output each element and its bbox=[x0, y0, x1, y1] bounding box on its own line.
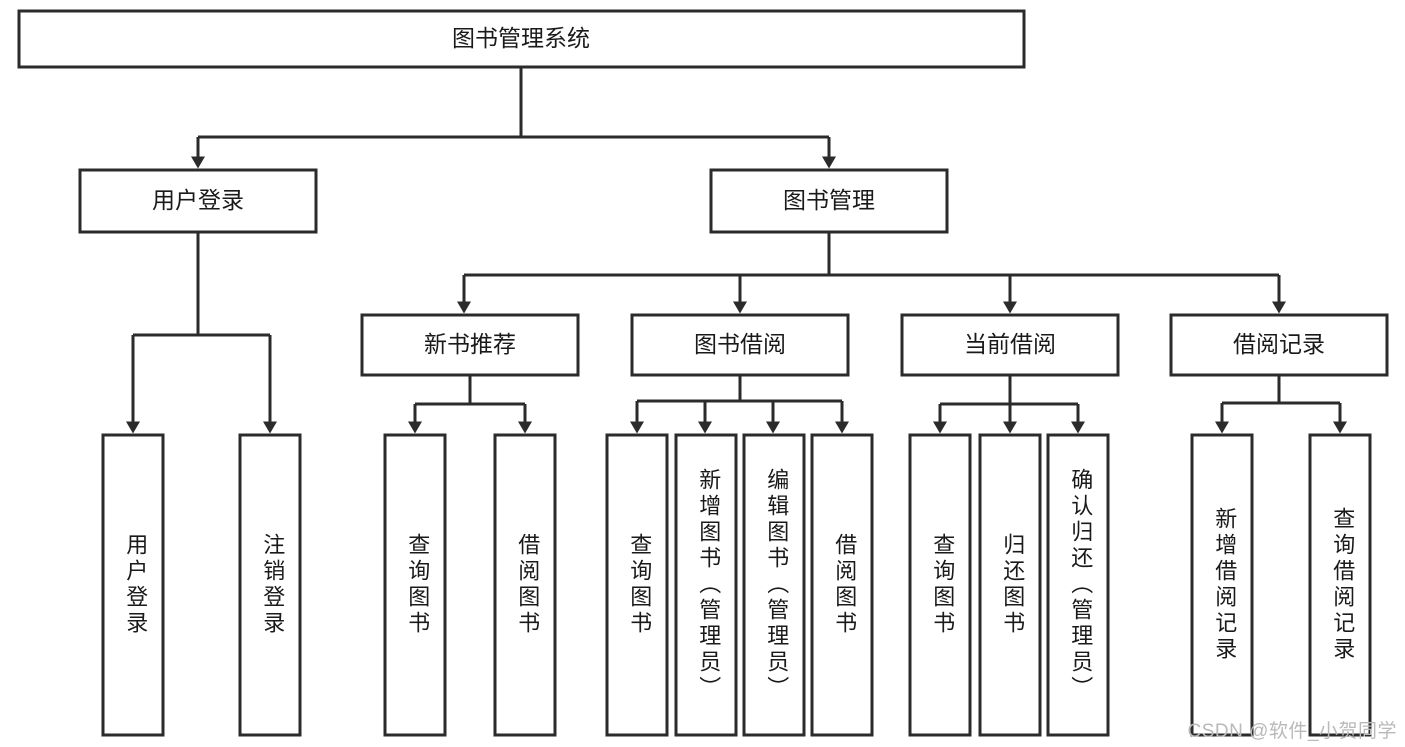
node-current-borrow-box bbox=[900, 313, 1120, 377]
node-new-book-recommend-box bbox=[360, 313, 580, 377]
node-leaf-query-book-2-box bbox=[605, 433, 669, 737]
node-root[interactable]: 图书管理系统 bbox=[17, 9, 1026, 69]
node-new-book-recommend-label: 新书推荐 bbox=[424, 331, 516, 357]
node-leaf-user-login-label: 用户登录 bbox=[123, 533, 148, 637]
node-leaf-edit-book[interactable]: 编辑图书（管理员） bbox=[742, 433, 806, 737]
edge-group-root bbox=[191, 67, 836, 169]
node-book-borrow-label: 图书借阅 bbox=[694, 331, 786, 357]
node-leaf-query-record-label: 查询借阅记录 bbox=[1330, 507, 1355, 663]
node-leaf-query-book-3-label: 查询图书 bbox=[930, 533, 955, 637]
node-leaf-return-book-box bbox=[978, 433, 1042, 737]
edge-group-current-borrow bbox=[933, 375, 1085, 434]
node-user-login[interactable]: 用户登录 bbox=[78, 168, 318, 234]
node-book-manage[interactable]: 图书管理 bbox=[709, 168, 949, 234]
node-root-box bbox=[17, 9, 1026, 69]
node-leaf-add-book-box bbox=[674, 433, 738, 737]
node-book-manage-label: 图书管理 bbox=[783, 187, 875, 213]
edge-group-user-login bbox=[126, 232, 277, 434]
node-leaf-logout-login-label: 注销登录 bbox=[260, 533, 285, 637]
node-leaf-borrow-book-2-box bbox=[810, 433, 874, 737]
node-leaf-add-book[interactable]: 新增图书（管理员） bbox=[674, 433, 738, 737]
node-leaf-add-book-label: 新增图书（管理员） bbox=[696, 468, 721, 702]
node-leaf-edit-book-label: 编辑图书（管理员） bbox=[764, 468, 789, 702]
node-leaf-query-record-box bbox=[1308, 433, 1372, 737]
node-root-label: 图书管理系统 bbox=[452, 25, 590, 51]
node-current-borrow-label: 当前借阅 bbox=[964, 331, 1056, 357]
node-leaf-query-book-2[interactable]: 查询图书 bbox=[605, 433, 669, 737]
node-leaf-query-book-1-label: 查询图书 bbox=[405, 533, 430, 637]
edge-group-book-borrow bbox=[630, 375, 849, 434]
node-leaf-query-book-3[interactable]: 查询图书 bbox=[908, 433, 972, 737]
node-book-manage-box bbox=[709, 168, 949, 234]
edge-group-new-book-recommend bbox=[408, 375, 532, 434]
node-leaf-query-record[interactable]: 查询借阅记录 bbox=[1308, 433, 1372, 737]
node-leaf-borrow-book-1-label: 借阅图书 bbox=[515, 533, 540, 637]
csdn-watermark: CSDN @软件_小贺同学 bbox=[1187, 721, 1397, 742]
node-leaf-borrow-book-1-box bbox=[493, 433, 557, 737]
node-leaf-add-record-label: 新增借阅记录 bbox=[1212, 507, 1237, 663]
node-borrow-record-label: 借阅记录 bbox=[1233, 331, 1325, 357]
node-leaf-borrow-book-1[interactable]: 借阅图书 bbox=[493, 433, 557, 737]
edge-group-borrow-record bbox=[1215, 375, 1347, 434]
node-leaf-logout-login-box bbox=[238, 433, 302, 737]
node-user-login-box bbox=[78, 168, 318, 234]
node-new-book-recommend[interactable]: 新书推荐 bbox=[360, 313, 580, 377]
node-leaf-query-book-1[interactable]: 查询图书 bbox=[383, 433, 447, 737]
node-user-login-label: 用户登录 bbox=[152, 187, 244, 213]
node-leaf-confirm-return-box bbox=[1046, 433, 1110, 737]
node-leaf-logout-login[interactable]: 注销登录 bbox=[238, 433, 302, 737]
node-leaf-add-record[interactable]: 新增借阅记录 bbox=[1190, 433, 1254, 737]
node-leaf-borrow-book-2-label: 借阅图书 bbox=[832, 533, 857, 637]
node-book-borrow[interactable]: 图书借阅 bbox=[630, 313, 850, 377]
node-leaf-edit-book-box bbox=[742, 433, 806, 737]
node-leaf-add-record-box bbox=[1190, 433, 1254, 737]
node-leaf-confirm-return[interactable]: 确认归还（管理员） bbox=[1046, 433, 1110, 737]
node-leaf-query-book-2-label: 查询图书 bbox=[627, 533, 652, 637]
node-borrow-record-box bbox=[1169, 313, 1389, 377]
node-leaf-return-book-label: 归还图书 bbox=[1000, 533, 1025, 637]
node-leaf-query-book-1-box bbox=[383, 433, 447, 737]
node-leaf-borrow-book-2[interactable]: 借阅图书 bbox=[810, 433, 874, 737]
node-leaf-query-book-3-box bbox=[908, 433, 972, 737]
node-current-borrow[interactable]: 当前借阅 bbox=[900, 313, 1120, 377]
node-leaf-return-book[interactable]: 归还图书 bbox=[978, 433, 1042, 737]
node-leaf-confirm-return-label: 确认归还（管理员） bbox=[1068, 468, 1093, 702]
edge-group-book-manage bbox=[457, 232, 1286, 314]
node-borrow-record[interactable]: 借阅记录 bbox=[1169, 313, 1389, 377]
node-book-borrow-box bbox=[630, 313, 850, 377]
node-leaf-user-login[interactable]: 用户登录 bbox=[101, 433, 165, 737]
node-leaf-user-login-box bbox=[101, 433, 165, 737]
